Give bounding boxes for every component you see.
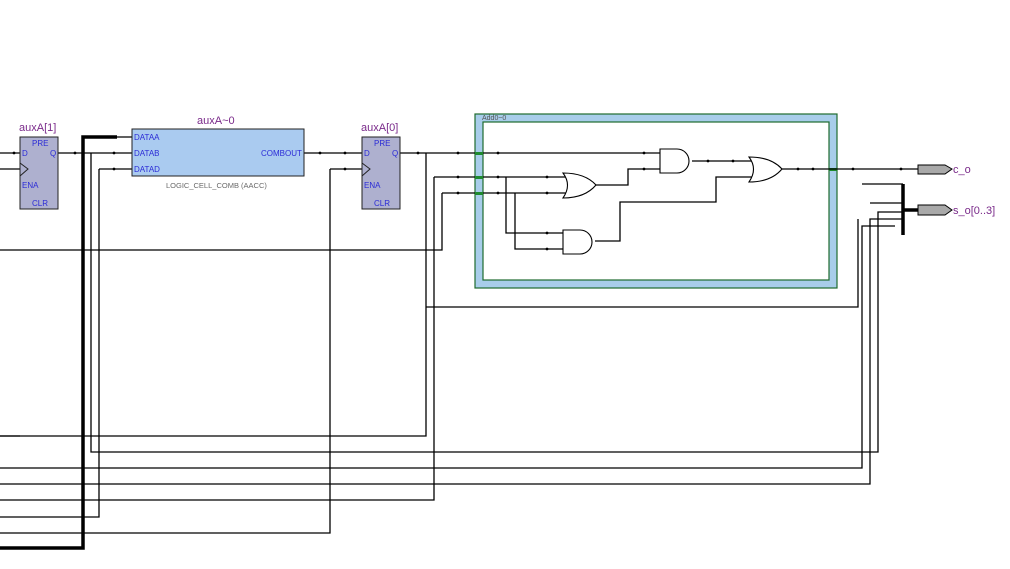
- port-dataa: DATAA: [134, 133, 160, 142]
- port-clr: CLR: [374, 199, 390, 208]
- wire-so-1: [0, 218, 903, 485]
- flipflop-auxA0[interactable]: auxA[0] PRE D Q ENA CLR: [361, 122, 401, 210]
- output-pin-icon: [917, 164, 953, 175]
- output-pin-s-o[interactable]: s_o[0..3]: [917, 204, 995, 217]
- and-gate-icon[interactable]: [562, 229, 593, 255]
- adder-group-label: Add0~0: [482, 115, 506, 122]
- wire-ff0-q-route: [0, 153, 427, 437]
- adder-port-in-0: [475, 152, 483, 155]
- wire-int-b-and: [505, 177, 563, 234]
- logic-cell-label: auxA~0: [197, 115, 235, 127]
- junctions: [12, 151, 903, 251]
- port-q: Q: [50, 149, 56, 158]
- logic-cell-auxA0[interactable]: auxA~0 DATAA DATAB DATAD COMBOUT LOGIC_C…: [131, 115, 305, 190]
- wire-feedback-1: [426, 219, 859, 308]
- adder-group[interactable]: Add0~0: [474, 113, 838, 289]
- wire-add-in1-route: [0, 177, 435, 501]
- output-pin-label: s_o[0..3]: [953, 205, 995, 217]
- flipflop-auxA0-body: [361, 136, 401, 210]
- clock-icon: [19, 162, 29, 177]
- wire-and2-out: [595, 176, 752, 242]
- clock-icon: [361, 162, 371, 177]
- gates: [561, 148, 783, 255]
- logic-cell-body: [131, 128, 305, 177]
- port-q: Q: [392, 149, 398, 158]
- port-pre: PRE: [374, 139, 390, 148]
- wire-add-in2-route: [0, 193, 443, 251]
- wire-so-2: [0, 225, 895, 469]
- wire-datad-route: [0, 169, 100, 518]
- and-gate-icon[interactable]: [659, 148, 690, 174]
- adder-port-in-1: [475, 176, 483, 179]
- port-datad: DATAD: [134, 165, 160, 174]
- wire-datab-route: [90, 153, 903, 453]
- flipflop-auxA1[interactable]: auxA[1] PRE D Q ENA CLR: [19, 122, 59, 210]
- adder-port-in-2: [475, 192, 483, 195]
- port-d: D: [22, 149, 28, 158]
- wires: [0, 135, 918, 550]
- wire-ff0-clk-route: [0, 169, 331, 534]
- port-ena: ENA: [364, 181, 381, 190]
- port-datab: DATAB: [134, 149, 159, 158]
- flipflop-auxA1-body: [19, 136, 59, 210]
- output-bus-pin-icon: [917, 204, 953, 216]
- port-d: D: [364, 149, 370, 158]
- port-pre: PRE: [32, 139, 48, 148]
- output-pin-c-o[interactable]: c_o: [917, 164, 971, 176]
- or-gate-icon[interactable]: [561, 172, 597, 199]
- port-clr: CLR: [32, 199, 48, 208]
- adder-group-body: [482, 121, 830, 281]
- port-combout: COMBOUT: [261, 149, 302, 158]
- port-ena: ENA: [22, 181, 39, 190]
- or-gate-icon[interactable]: [747, 156, 783, 183]
- output-pin-label: c_o: [953, 164, 971, 176]
- flipflop-auxA1-label: auxA[1]: [19, 122, 56, 134]
- flipflop-auxA0-label: auxA[0]: [361, 122, 398, 134]
- logic-cell-type: LOGIC_CELL_COMB (AACC): [166, 181, 267, 190]
